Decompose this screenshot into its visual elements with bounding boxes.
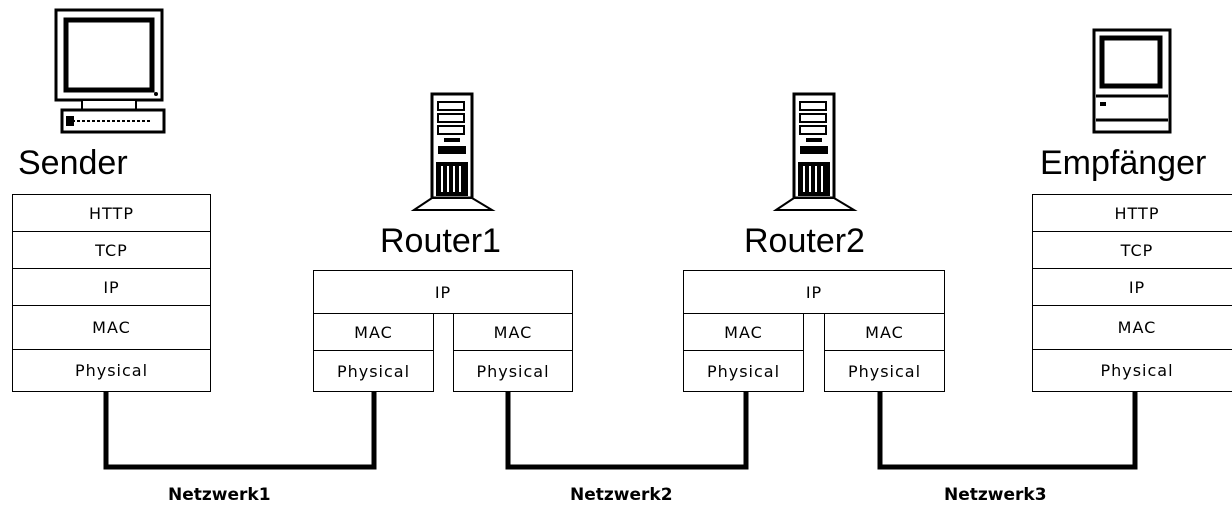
sender-layer-ip: IP	[12, 268, 211, 306]
mac-computer-icon	[1090, 28, 1174, 136]
receiver-layer-http: HTTP	[1032, 194, 1232, 232]
network-label-1: Netzwerk1	[168, 485, 271, 505]
netzwerk2-line	[505, 390, 749, 470]
server-tower-icon	[772, 92, 858, 214]
netzwerk3-line	[877, 390, 1138, 470]
receiver-layer-tcp: TCP	[1032, 231, 1232, 269]
router2-left-physical: Physical	[683, 350, 804, 392]
sender-title: Sender	[18, 144, 128, 182]
sender-layer-tcp: TCP	[12, 231, 211, 269]
sender-layer-physical: Physical	[12, 349, 211, 392]
router2-right-physical: Physical	[824, 350, 945, 392]
router2-left-mac: MAC	[683, 313, 804, 351]
netzwerk1-line	[103, 390, 377, 470]
network-label-3: Netzwerk3	[944, 485, 1047, 505]
router2-layer-ip: IP	[683, 270, 945, 314]
receiver-title: Empfänger	[1040, 144, 1207, 182]
router1-left-physical: Physical	[313, 350, 434, 392]
sender-layer-http: HTTP	[12, 194, 211, 232]
receiver-layer-physical: Physical	[1032, 349, 1232, 392]
server-tower-icon	[410, 92, 496, 214]
sender-layer-mac: MAC	[12, 305, 211, 350]
router1-right-physical: Physical	[453, 350, 573, 392]
router2-right-mac: MAC	[824, 313, 945, 351]
router1-left-mac: MAC	[313, 313, 434, 351]
network-label-2: Netzwerk2	[570, 485, 673, 505]
desktop-computer-icon	[52, 8, 170, 136]
router2-title: Router2	[744, 222, 865, 260]
receiver-layer-mac: MAC	[1032, 305, 1232, 350]
receiver-layer-ip: IP	[1032, 268, 1232, 306]
router1-title: Router1	[380, 222, 501, 260]
router1-right-mac: MAC	[453, 313, 573, 351]
router1-layer-ip: IP	[313, 270, 573, 314]
